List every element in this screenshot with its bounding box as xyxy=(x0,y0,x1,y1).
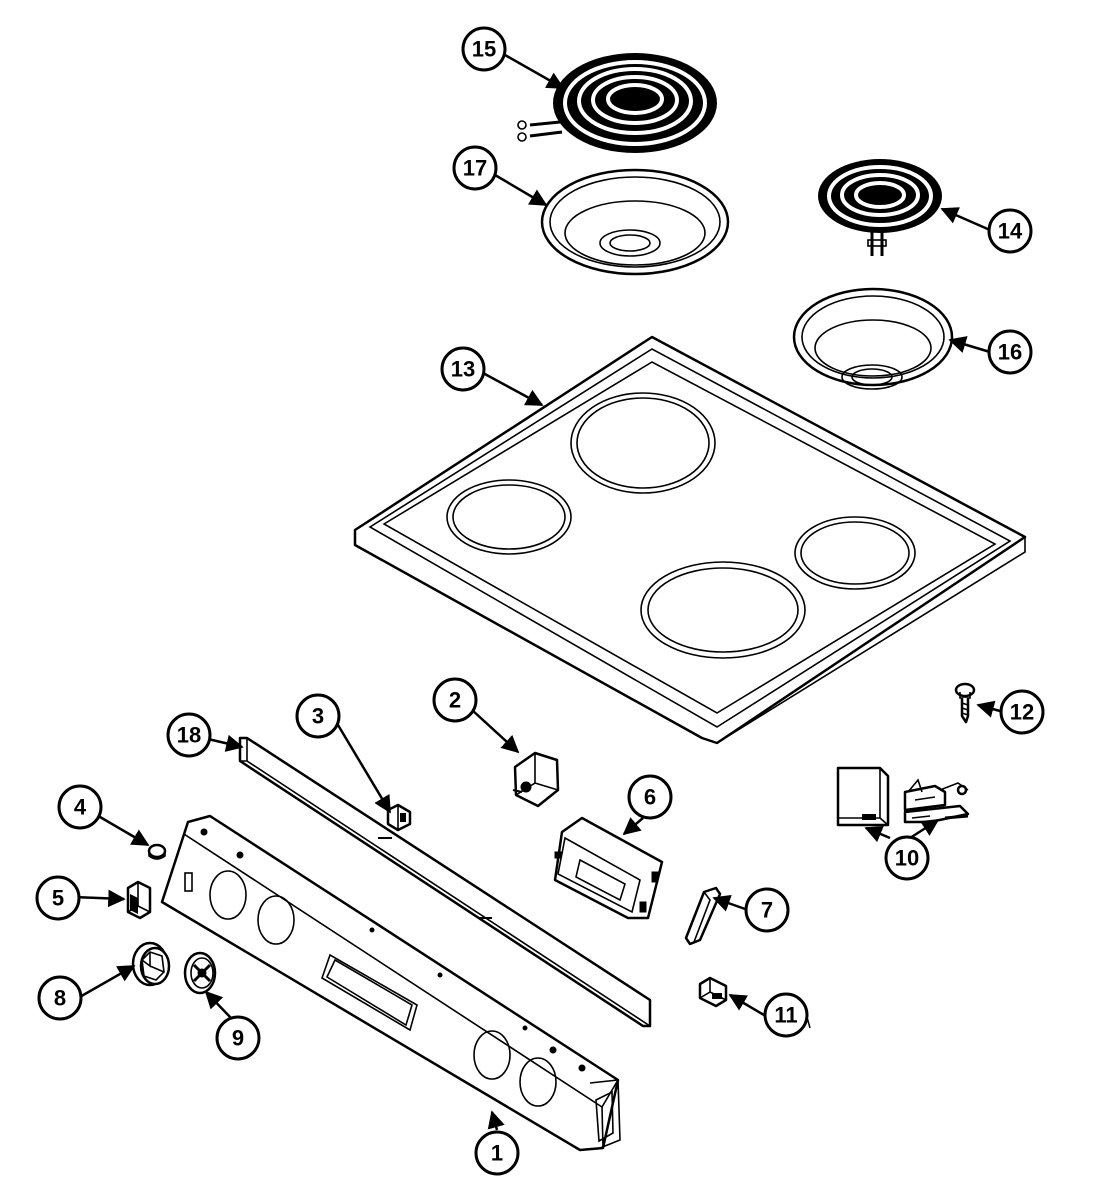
large-drip-bowl xyxy=(540,168,730,276)
wiring-terminal-kit xyxy=(836,766,970,827)
trim-strip xyxy=(238,736,652,1028)
large-surface-element xyxy=(517,53,717,153)
mounting-screw xyxy=(954,682,976,724)
callout-label: 16 xyxy=(998,340,1022,365)
callout-17: 17 xyxy=(452,145,498,191)
mounting-bracket xyxy=(684,886,722,946)
callout-11: 11 xyxy=(763,992,809,1038)
callout-label: 7 xyxy=(761,898,773,923)
callout-label: 5 xyxy=(52,886,64,911)
callout-10: 10 xyxy=(884,835,930,881)
cooktop xyxy=(353,335,1027,745)
callout-5: 5 xyxy=(35,875,81,921)
small-drip-bowl xyxy=(792,287,954,390)
callout-12: 12 xyxy=(999,689,1045,735)
callout-label: 3 xyxy=(312,704,324,729)
callout-14: 14 xyxy=(987,208,1033,254)
callout-2: 2 xyxy=(432,677,478,723)
callout-label: 12 xyxy=(1010,700,1034,725)
clock-control-board xyxy=(553,816,664,920)
infinite-switch xyxy=(512,751,560,808)
callout-16: 16 xyxy=(987,329,1033,375)
small-surface-element xyxy=(818,159,942,256)
callout-8: 8 xyxy=(37,975,83,1021)
callout-15: 15 xyxy=(461,26,507,72)
callout-label: 13 xyxy=(451,357,475,382)
callout-label: 4 xyxy=(74,795,87,820)
callout-6: 6 xyxy=(627,774,673,820)
callout-7: 7 xyxy=(744,887,790,933)
rocker-switch xyxy=(126,880,152,920)
callout-label: 8 xyxy=(54,986,66,1011)
callout-label: 11 xyxy=(774,1003,797,1028)
switch-clip xyxy=(386,803,412,832)
callout-label: 17 xyxy=(463,156,487,181)
terminal-block xyxy=(698,976,728,1008)
control-knob xyxy=(131,941,171,987)
callout-18: 18 xyxy=(166,712,212,758)
callout-label: 14 xyxy=(998,219,1023,244)
callout-label: 18 xyxy=(177,723,201,748)
callout-1: 1 xyxy=(474,1130,520,1176)
leader-lines xyxy=(72,53,1001,1131)
callout-label: 9 xyxy=(232,1026,244,1051)
callout-label: 2 xyxy=(449,688,461,713)
callout-label: 6 xyxy=(644,785,656,810)
knob-bezel xyxy=(183,951,217,995)
callout-label: 1 xyxy=(491,1141,503,1166)
callout-4: 4 xyxy=(57,784,103,830)
indicator-light xyxy=(147,843,167,860)
callout-9: 9 xyxy=(215,1015,261,1061)
callout-label: 15 xyxy=(472,37,496,62)
control-panel xyxy=(160,814,621,1152)
callout-label: 10 xyxy=(895,846,919,871)
callout-13: 13 xyxy=(440,346,486,392)
callout-3: 3 xyxy=(295,693,341,739)
